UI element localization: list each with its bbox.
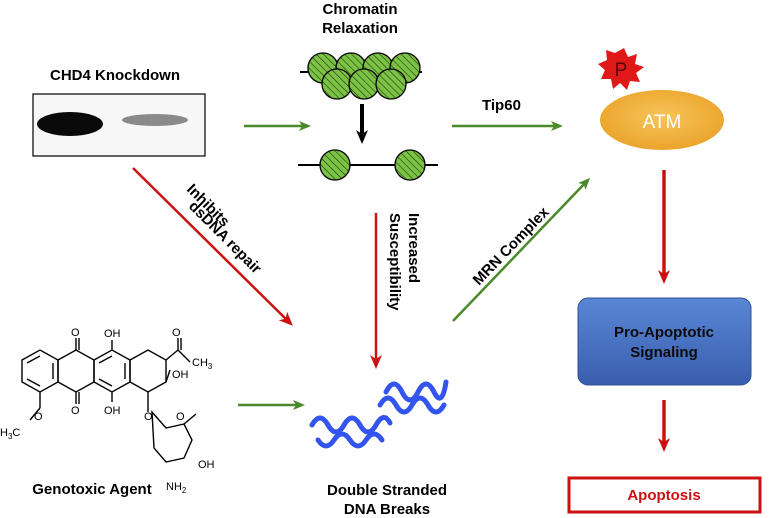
- atm-label: ATM: [643, 112, 682, 133]
- chem-o1: O: [71, 327, 80, 339]
- chem-nh2: NH2: [166, 481, 187, 495]
- dsb-label-line1: Double Stranded: [327, 482, 447, 499]
- phospho-label: P: [615, 60, 628, 81]
- chem-o6: O: [176, 411, 185, 423]
- chromatin-title-line1: Chromatin: [323, 1, 398, 18]
- pro-label-line2: Signaling: [630, 344, 698, 361]
- chem-oh4: OH: [198, 459, 215, 471]
- dna-break-helix-icon: [309, 379, 449, 449]
- apoptosis-label: Apoptosis: [627, 487, 700, 504]
- relaxed-chromatin-icon: [298, 149, 438, 181]
- pro-label-line1: Pro-Apoptotic: [614, 324, 714, 341]
- chem-o5: O: [34, 411, 43, 423]
- chem-oh1: OH: [104, 328, 121, 340]
- chem-ch3: CH3: [192, 357, 213, 371]
- chem-o4: O: [144, 411, 153, 423]
- chem-o2: O: [172, 327, 181, 339]
- increased-label-line2: Susceptibility: [386, 213, 403, 311]
- chromatin-title-line2: Relaxation: [322, 20, 398, 37]
- knockdown-title: CHD4 Knockdown: [50, 67, 180, 84]
- mrn-label: MRN Complex: [470, 203, 553, 288]
- chem-oh3: OH: [104, 405, 121, 417]
- doxorubicin-atom-labels: O OH O OH CH3 O OH O O H3C O OH NH2: [0, 327, 215, 495]
- doxorubicin-structure-icon: [21, 338, 197, 463]
- western-blot-image: [32, 93, 206, 157]
- chem-oh2: OH: [172, 369, 189, 381]
- chem-o3: O: [71, 405, 80, 417]
- apoptosis-box: Apoptosis: [567, 476, 762, 514]
- pro-apoptotic-box: Pro-Apoptotic Signaling: [577, 297, 752, 386]
- increased-label-line1: Increased: [405, 213, 422, 283]
- atm-node: ATM: [600, 90, 724, 150]
- condensed-chromatin-icon: [300, 52, 422, 100]
- tip60-label: Tip60: [482, 97, 521, 114]
- phosphorylation-star-icon: P: [598, 48, 644, 90]
- chem-h3c: H3C: [0, 427, 20, 441]
- inhibits-repair-arrow: [132, 167, 293, 326]
- dsb-label-line2: DNA Breaks: [344, 501, 430, 518]
- mrn-complex-arrow: [452, 177, 591, 322]
- genotoxic-label: Genotoxic Agent: [32, 481, 151, 498]
